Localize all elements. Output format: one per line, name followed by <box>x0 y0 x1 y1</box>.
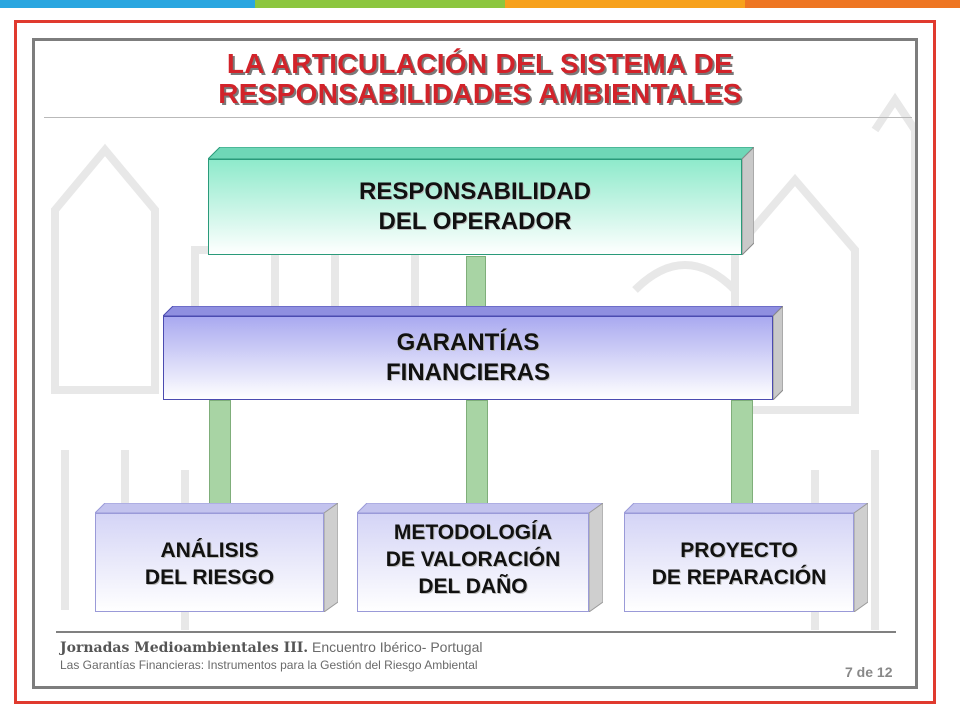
damage-valuation-line2: DE VALORACIÓN <box>385 548 561 571</box>
footer-event-bold: Jornadas Medioambientales III. <box>60 640 309 656</box>
risk-analysis-line1: ANÁLISIS <box>160 539 259 562</box>
footer-event-rest: Encuentro Ibérico- Portugal <box>308 639 483 655</box>
stripe-dark-orange <box>745 0 960 8</box>
damage-valuation-line1: METODOLOGÍA <box>393 521 553 544</box>
page-number: 7 de 12 <box>845 664 893 680</box>
operator-line2: DEL OPERADOR <box>378 208 572 235</box>
connector-operator-guarantees <box>466 256 486 308</box>
footer-event: Jornadas Medioambientales III. Encuentro… <box>60 639 483 656</box>
damage-valuation-line3: DEL DAÑO <box>418 575 528 598</box>
footer-divider <box>56 631 896 633</box>
repair-project-line1: PROYECTO <box>680 539 798 562</box>
stripe-orange <box>505 0 745 8</box>
repair-project-box-shape <box>624 503 868 612</box>
connector-guarantees-methodology <box>466 400 488 504</box>
operator-line1: RESPONSABILIDAD <box>358 178 592 205</box>
risk-analysis-line2: DEL RIESGO <box>144 566 275 589</box>
stripe-blue <box>0 0 255 8</box>
slide-border-red <box>14 20 936 704</box>
stripe-green <box>255 0 505 8</box>
damage-valuation-box: METODOLOGÍA DE VALORACIÓN DEL DAÑO <box>357 503 603 612</box>
risk-analysis-box-shape <box>95 503 338 612</box>
connector-guarantees-project <box>731 400 753 504</box>
operator-responsibility-box: RESPONSABILIDAD DEL OPERADOR <box>208 147 754 255</box>
repair-project-line2: DE REPARACIÓN <box>651 566 827 589</box>
guarantees-box-shape <box>163 306 783 400</box>
damage-valuation-box-shape <box>357 503 603 612</box>
slide-border-gray <box>32 38 918 689</box>
financial-guarantees-box: GARANTÍAS FINANCIERAS <box>163 306 783 400</box>
repair-project-box: PROYECTO DE REPARACIÓN <box>624 503 868 612</box>
footer-subtitle: Las Garantías Financieras: Instrumentos … <box>60 658 478 672</box>
slide-title-line2: RESPONSABILIDADES AMBIENTALES <box>218 78 742 109</box>
title-divider <box>44 117 912 118</box>
guarantees-line1: GARANTÍAS <box>396 329 540 356</box>
operator-box-shape <box>208 147 754 255</box>
guarantees-line2: FINANCIERAS <box>385 359 550 386</box>
connector-guarantees-analysis <box>209 400 231 504</box>
top-color-stripe <box>0 0 960 8</box>
slide-title-line1: LA ARTICULACIÓN DEL SISTEMA DE <box>226 48 734 79</box>
risk-analysis-box: ANÁLISIS DEL RIESGO <box>95 503 338 612</box>
